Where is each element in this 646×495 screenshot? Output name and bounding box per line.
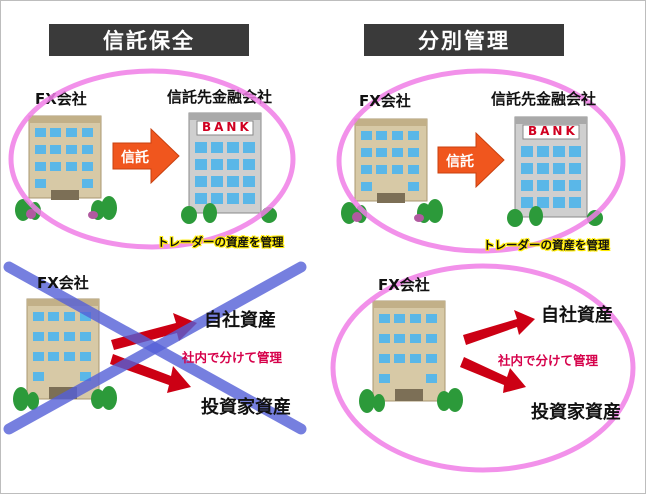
trust-arrow-label-right: 信託 (446, 154, 474, 170)
label-fx-company-bl: FX会社 (37, 274, 89, 292)
label-fx-company-br: FX会社 (378, 276, 430, 294)
title-segregated-management: 分別管理 (364, 24, 564, 56)
title-trust-preservation: 信託保全 (49, 24, 249, 56)
trust-arrow-label-left: 信託 (121, 150, 149, 166)
label-own-assets-bl: 自社資産 (204, 310, 276, 331)
manage-label-right: トレーダーの資産を管理 (483, 238, 610, 252)
label-separate-br: 社内で分けて管理 (498, 353, 599, 368)
bank-sign-right: BANK (528, 124, 578, 138)
label-fx-company-right: FX会社 (359, 92, 411, 110)
label-trust-bank-right: 信託先金融会社 (491, 90, 597, 108)
label-trust-bank: 信託先金融会社 (167, 88, 273, 106)
manage-label-left: トレーダーの資産を管理 (157, 235, 284, 249)
label-separate-bl: 社内で分けて管理 (182, 350, 283, 365)
label-investor-assets-bl: 投資家資産 (201, 397, 291, 418)
bank-sign-left: BANK (202, 120, 252, 134)
label-fx-company: FX会社 (35, 90, 87, 108)
label-own-assets-br: 自社資産 (541, 305, 613, 326)
label-investor-assets-br: 投資家資産 (531, 402, 621, 423)
